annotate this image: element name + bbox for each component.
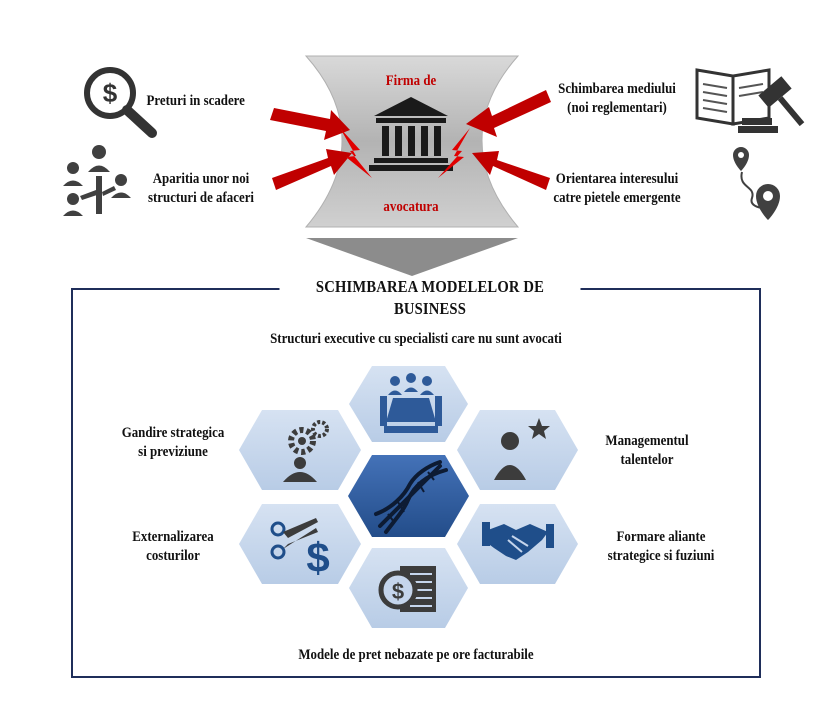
law-book-gavel-icon bbox=[695, 68, 805, 133]
price-document-icon: $ bbox=[378, 566, 436, 612]
meeting-table-icon bbox=[380, 373, 442, 433]
arrow-top-left bbox=[270, 108, 350, 140]
hex-strategic bbox=[239, 410, 361, 490]
model-strategic-thinking-line1: Gandire strategica bbox=[121, 425, 225, 441]
model-strategic-thinking-line2: si previziune bbox=[138, 444, 208, 460]
down-chevron-arrow bbox=[306, 238, 518, 276]
arrow-top-right bbox=[466, 90, 551, 137]
hex-talent bbox=[457, 410, 578, 490]
dna-rungs bbox=[387, 471, 435, 523]
svg-text:$: $ bbox=[306, 534, 329, 581]
firm-title-bottom: avocatura bbox=[383, 199, 439, 215]
lightning-left-icon bbox=[340, 128, 372, 178]
svg-text:$: $ bbox=[392, 579, 404, 604]
factor-regulation-line2: (noi reglementari) bbox=[567, 100, 667, 116]
model-executive-structures: Structuri executive cu specialisti care … bbox=[270, 331, 562, 347]
model-alliances-line2: strategice si fuziuni bbox=[607, 548, 715, 564]
scissors-dollar-icon: $ bbox=[270, 518, 330, 581]
svg-text:$: $ bbox=[103, 78, 118, 108]
model-alliances-line1: Formare aliante bbox=[616, 529, 706, 545]
talent-star-icon bbox=[494, 418, 550, 480]
model-talent-management-line1: Managementul bbox=[605, 433, 689, 449]
arrow-bottom-left bbox=[272, 149, 352, 190]
map-route-icon bbox=[733, 147, 780, 220]
pressure-diagram: $ bbox=[63, 55, 805, 276]
factor-emerging-markets-line2: catre pietele emergente bbox=[553, 190, 681, 206]
model-outsourcing-line2: costurilor bbox=[146, 548, 200, 564]
factor-emerging-markets-line1: Orientarea interesului bbox=[555, 171, 679, 187]
arrow-bottom-right bbox=[472, 151, 550, 190]
model-talent-management-line2: talentelor bbox=[620, 452, 674, 468]
hex-outsourcing bbox=[239, 504, 361, 584]
pressure-arrows bbox=[270, 90, 551, 190]
firm-title-top: Firma de bbox=[385, 73, 437, 89]
model-outsourcing-line1: Externalizarea bbox=[132, 529, 214, 545]
factor-new-structures-line1: Aparitia unor noi bbox=[152, 171, 250, 187]
factor-new-structures-line2: structuri de afaceri bbox=[147, 190, 255, 206]
strategy-gears-icon bbox=[283, 420, 329, 482]
factor-regulation-line1: Schimbarea mediului bbox=[558, 81, 676, 97]
model-pricing: Modele de pret nebazate pe ore facturabi… bbox=[298, 647, 534, 663]
handshake-icon bbox=[482, 522, 554, 560]
factor-falling-prices: Preturi in scadere bbox=[146, 93, 245, 109]
lightning-right-icon bbox=[438, 128, 470, 178]
courthouse-icon bbox=[369, 97, 453, 171]
section-title: SCHIMBAREA MODELELOR DE BUSINESS bbox=[279, 276, 581, 318]
dollar-magnifier-icon: $ bbox=[84, 67, 157, 138]
people-network-icon bbox=[63, 145, 131, 216]
